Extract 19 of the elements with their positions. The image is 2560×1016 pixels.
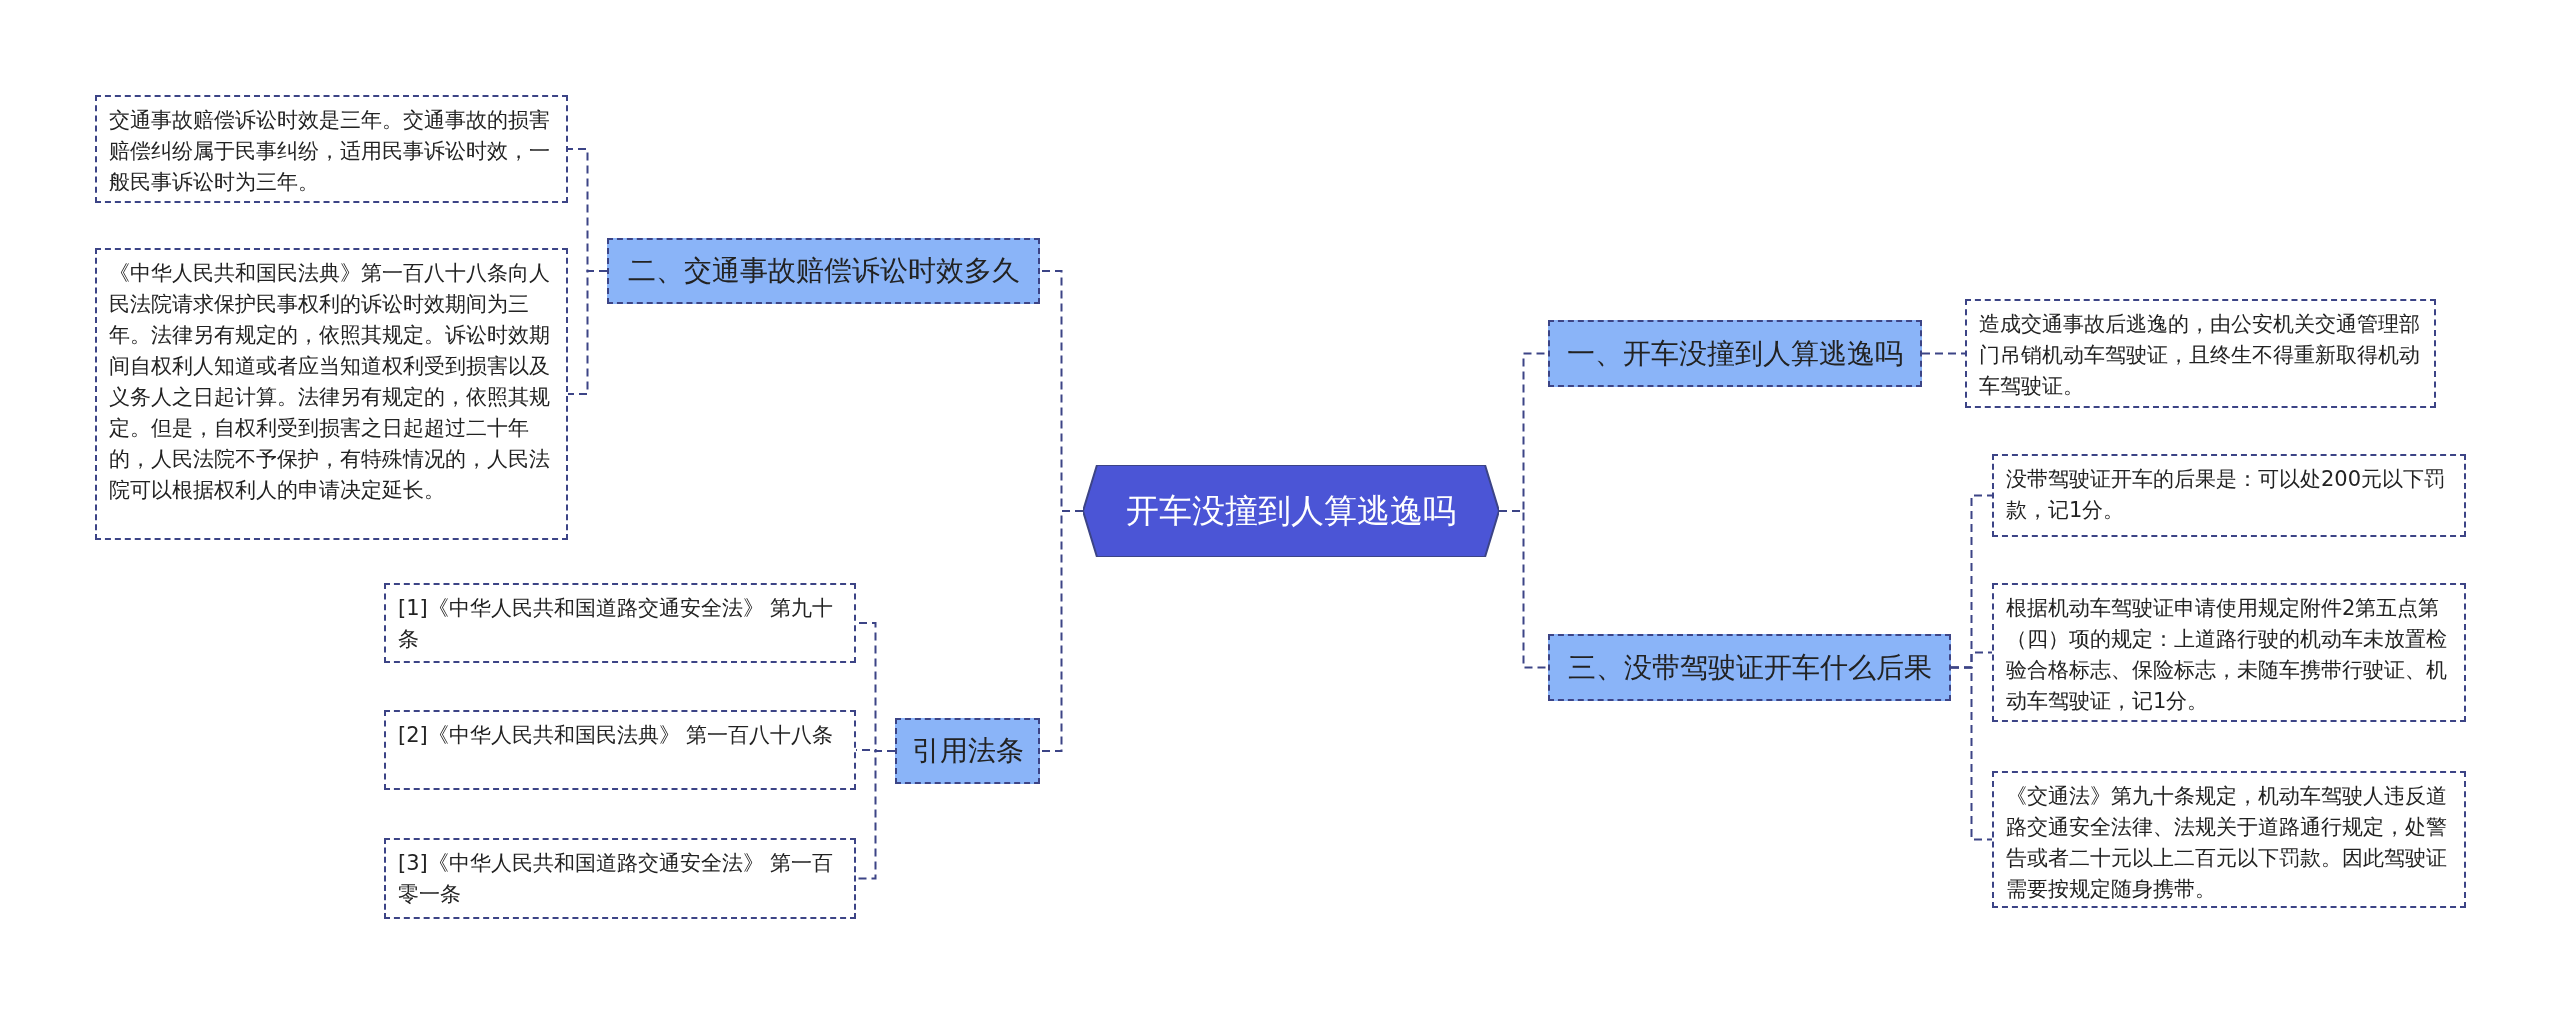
topic-box: 一、开车没撞到人算逃逸吗 bbox=[1548, 320, 1922, 387]
text-box: 没带驾驶证开车的后果是：可以处200元以下罚款，记1分。 bbox=[1992, 454, 2466, 537]
connector-line bbox=[1039, 510, 1084, 752]
text-box: [1]《中华人民共和国道路交通安全法》 第九十条 bbox=[384, 583, 856, 663]
text-box: [2]《中华人民共和国民法典》 第一百八十八条 bbox=[384, 710, 856, 790]
connector-line bbox=[1950, 666, 1993, 841]
connector-line bbox=[567, 270, 608, 395]
text-box: 交通事故赔偿诉讼时效是三年。交通事故的损害赔偿纠纷属于民事纠纷，适用民事诉讼时效，一般民事诉讼时为三年。 bbox=[95, 95, 568, 203]
central-topic-hexagon: 开车没撞到人算逃逸吗 bbox=[1083, 465, 1499, 557]
text-box: [3]《中华人民共和国道路交通安全法》 第一百零一条 bbox=[384, 838, 856, 919]
topic-box: 引用法条 bbox=[895, 718, 1040, 784]
text-box: 造成交通事故后逃逸的，由公安机关交通管理部门吊销机动车驾驶证，且终生不得重新取得机动车驾驶证。 bbox=[1965, 299, 2436, 408]
text-box: 根据机动车驾驶证申请使用规定附件2第五点第（四）项的规定：上道路行驶的机动车未放置检验合格标志、保险标志，未随车携带行驶证、机动车驾驶证，记1分。 bbox=[1992, 583, 2466, 722]
connector-line bbox=[1498, 510, 1549, 669]
connector-line bbox=[1921, 352, 1966, 355]
topic-box: 三、没带驾驶证开车什么后果 bbox=[1548, 634, 1951, 701]
topic-box: 二、交通事故赔偿诉讼时效多久 bbox=[607, 238, 1040, 304]
text-box: 《中华人民共和国民法典》第一百八十八条向人民法院请求保护民事权利的诉讼时效期间为三年。法律另有规定的，依照其规定。诉讼时效期间自权利人知道或者应当知道权利受到损害以及义务人之日起计算。法律另有规定的，依照其规定。但是，自权利受到损害之日起超过二十年的，人民法院不予保护，有特殊情况的，人民法院可以根据权利人的申请决定延长。 bbox=[95, 248, 568, 540]
text-box: 《交通法》第九十条规定，机动车驾驶人违反道路交通安全法律、法规关于道路通行规定，处警告或者二十元以上二百元以下罚款。因此驾驶证需要按规定随身携带。 bbox=[1992, 771, 2466, 908]
